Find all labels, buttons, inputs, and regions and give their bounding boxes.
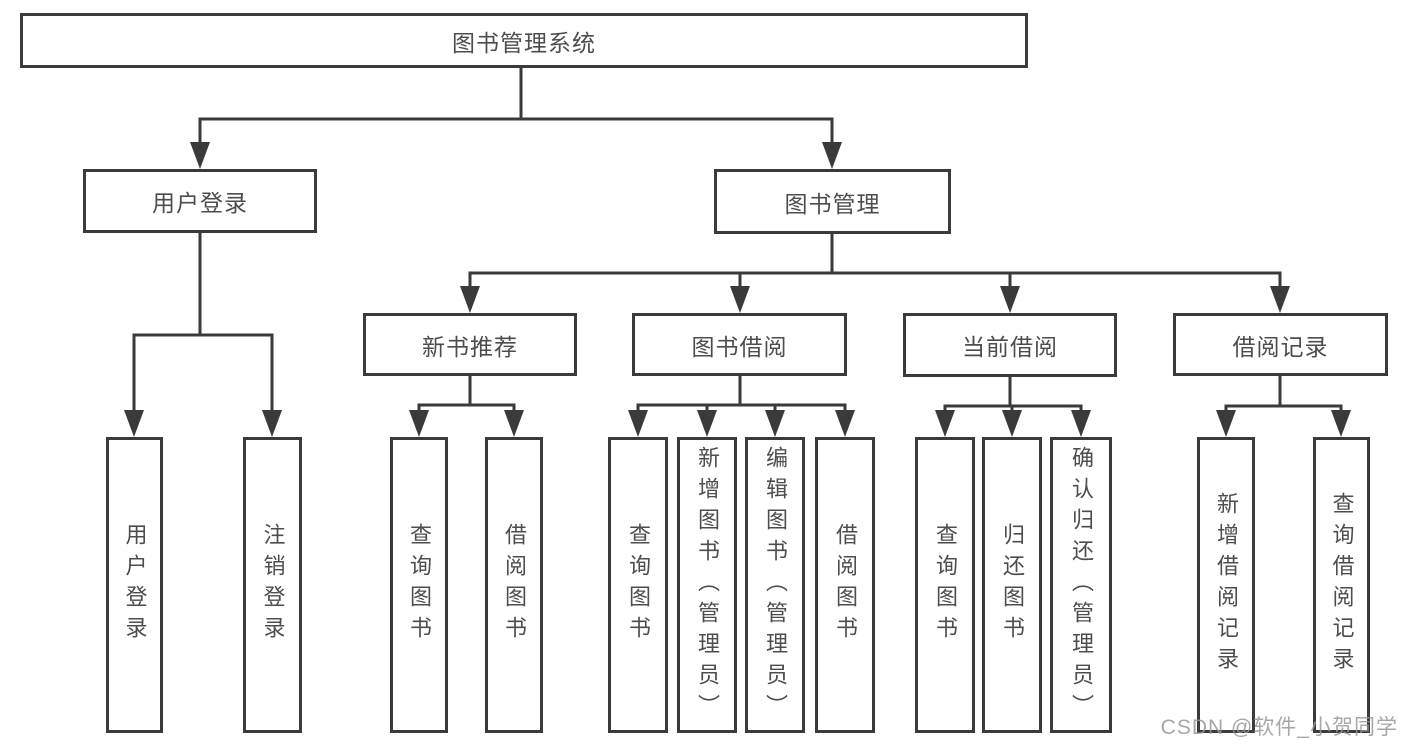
leaf-add-borrow-record: 新增借阅记录 [1197,437,1255,733]
connector-borrow-to-leaves [636,374,847,419]
leaf-label: 确认归还（管理员） [1069,445,1094,725]
node-label: 图书管理 [784,190,881,217]
arrowhead-icon [262,410,282,437]
node-book-borrowing: 图书借阅 [632,313,847,376]
node-user-login: 用户登录 [83,169,317,233]
leaf-logout-login: 注销登录 [243,437,302,733]
leaf-confirm-return-admin: 确认归还（管理员） [1050,437,1112,733]
node-borrowing-records: 借阅记录 [1173,313,1388,376]
arrowhead-icon [409,410,429,437]
arrowhead-icon [124,410,144,437]
arrowhead-icon [1270,286,1290,313]
arrowhead-icon [1071,410,1091,437]
arrowhead-icon [822,142,842,169]
node-current-borrowing: 当前借阅 [903,313,1117,377]
leaf-query-books-borrow: 查询图书 [608,437,668,733]
arrowhead-icon [1002,410,1022,437]
node-label: 新书推荐 [422,333,518,360]
arrowhead-icon [765,410,785,437]
node-label: 当前借阅 [962,334,1058,360]
leaf-user-login: 用户登录 [106,437,163,733]
watermark: CSDN @软件_小贺同学 [1160,716,1398,739]
connector-records-to-leaves [1224,374,1343,419]
arrowhead-icon [730,286,750,313]
node-label: 借阅记录 [1232,333,1329,360]
leaf-query-borrow-record: 查询借阅记录 [1313,437,1370,733]
leaf-label: 借阅图书 [833,523,858,647]
connector-userlogin-to-leaves [132,231,274,419]
connector-root-to-level2 [198,64,834,149]
arrowhead-icon [1216,410,1236,437]
leaf-label: 注销登录 [260,523,286,647]
arrowheads [124,142,1351,437]
node-book-management: 图书管理 [714,169,951,234]
arrowhead-icon [460,286,480,313]
leaf-label: 编辑图书（管理员） [763,445,788,725]
arrowhead-icon [190,142,210,169]
arrowhead-icon [835,410,855,437]
leaf-label: 用户登录 [122,523,148,647]
leaf-label: 查询图书 [626,523,651,647]
leaf-borrow-books-borrow: 借阅图书 [815,437,875,733]
arrowhead-icon [1331,410,1351,437]
node-label: 图书借阅 [691,333,788,360]
leaf-label: 查询借阅记录 [1329,492,1355,678]
leaf-label: 新增图书（管理员） [695,445,720,725]
leaf-label: 查询图书 [933,523,958,647]
connector-newrec-to-leaves [417,374,516,419]
leaf-label: 新增借阅记录 [1214,492,1239,678]
arrowhead-icon [935,410,955,437]
leaf-label: 归还图书 [1000,523,1025,647]
leaf-borrow-books-newrec: 借阅图书 [485,437,543,733]
node-new-book-recommendation: 新书推荐 [363,313,577,376]
leaf-query-books-newrec: 查询图书 [390,437,448,733]
leaf-edit-books-admin: 编辑图书（管理员） [745,437,805,733]
leaf-label: 借阅图书 [502,523,527,647]
leaf-query-books-current: 查询图书 [915,437,975,733]
connector-bookmgmt-to-level3 [468,232,1282,293]
arrowhead-icon [504,410,524,437]
node-library-management-system: 图书管理系统 [20,13,1028,68]
node-label: 用户登录 [152,190,248,216]
arrowhead-icon [1000,286,1020,313]
leaf-return-books: 归还图书 [982,437,1042,733]
arrowhead-icon [697,410,717,437]
node-label: 图书管理系统 [452,29,596,56]
arrowhead-icon [628,410,648,437]
leaf-label: 查询图书 [407,523,432,647]
leaf-add-books-admin: 新增图书（管理员） [677,437,737,733]
